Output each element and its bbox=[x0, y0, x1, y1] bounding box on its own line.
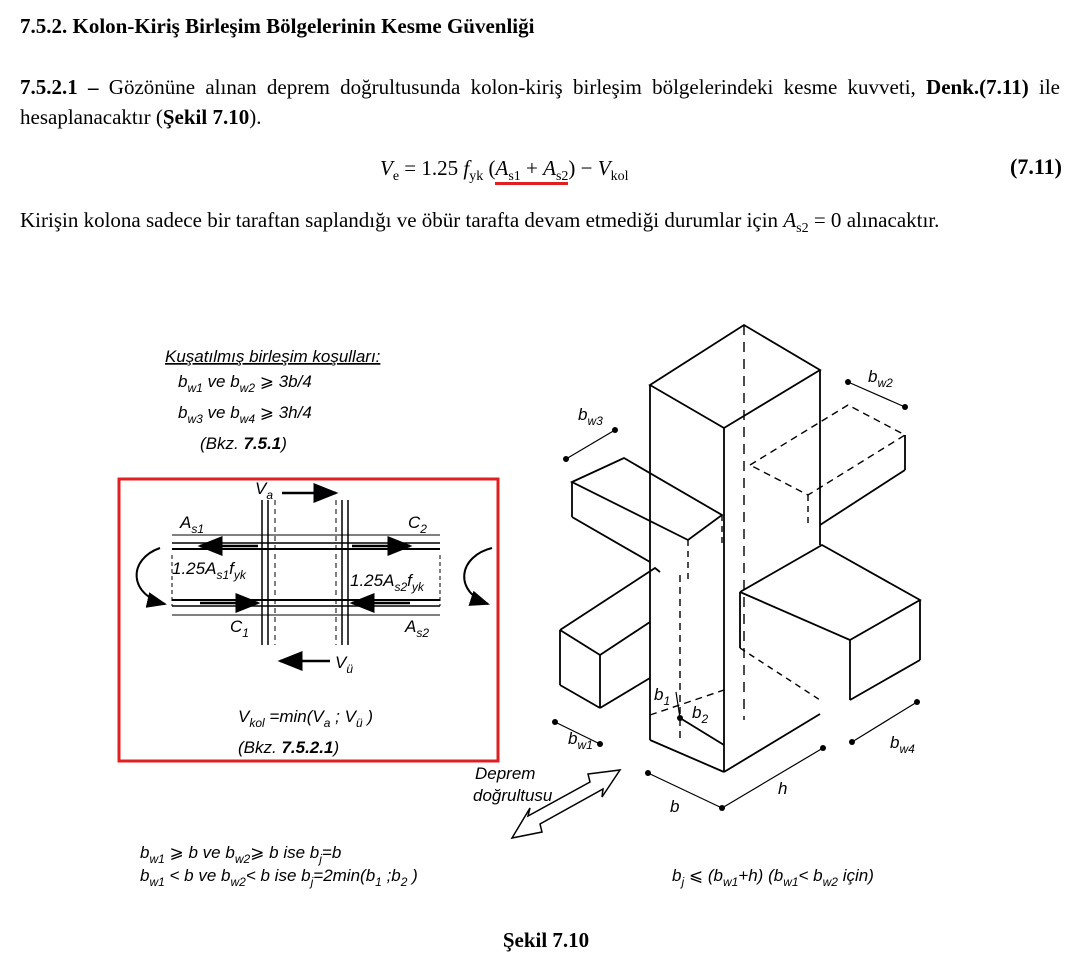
eq-as2-sub: s2 bbox=[555, 169, 569, 185]
eq-coef: = 1.25 bbox=[399, 156, 464, 180]
paragraph-as2: Kirişin kolona sadece bir taraftan sapla… bbox=[20, 205, 1060, 244]
reference-7-5-2-1: (Bkz. 7.5.2.1) bbox=[238, 738, 339, 757]
label-bw2: bw2 bbox=[868, 367, 893, 390]
label-b2: b2 bbox=[692, 703, 708, 726]
rule-3: bj ⩽ (bw1+h) (bw1< bw2 için) bbox=[672, 866, 874, 889]
eq-vkol: V bbox=[597, 156, 611, 180]
clause-number: 7.5.2.1 – bbox=[20, 75, 99, 99]
detail-box bbox=[117, 477, 500, 763]
equation-number: (7.11) bbox=[1010, 154, 1062, 179]
joint-3d-drawing bbox=[559, 323, 922, 773]
label-b: b bbox=[670, 797, 679, 816]
eq-open: ( bbox=[483, 156, 496, 180]
equation-reference: Denk.(7.11) bbox=[926, 75, 1029, 99]
label-vu: Vü bbox=[335, 653, 353, 676]
eq-vkol-sub: kol bbox=[610, 169, 629, 185]
label-as2: As2 bbox=[404, 617, 429, 640]
figure-caption: Şekil 7.10 bbox=[502, 928, 590, 952]
para2-as2-sub: s2 bbox=[796, 221, 809, 237]
para1-text-b: ile hesaplanacaktır ( bbox=[20, 75, 1060, 129]
equation-7-11: Ve = 1.25 fyk (As1 + As2) − Vkol bbox=[380, 156, 628, 185]
label-as1: As1 bbox=[179, 513, 204, 536]
label-c2: C2 bbox=[408, 513, 427, 536]
label-force-2: 1.25As2fyk bbox=[350, 571, 425, 594]
eq-ve-sub: e bbox=[392, 169, 400, 185]
rule-1: bw1 ⩾ b ve bw2⩾ b ise bj=b bbox=[140, 843, 341, 866]
eq-f-sub: yk bbox=[469, 169, 484, 185]
label-force-1: 1.25As1fyk bbox=[172, 559, 247, 582]
label-vkol: Vkol =min(Va ; Vü ) bbox=[238, 707, 373, 730]
para2-text: Kirişin kolona sadece bir taraftan sapla… bbox=[20, 208, 784, 232]
figure-7-10: Kuşatılmış birleşim koşulları: bw1 ve bw… bbox=[117, 323, 922, 889]
label-c1: C1 bbox=[230, 617, 249, 640]
condition-2: bw3 ve bw4 ⩾ 3h/4 bbox=[178, 403, 312, 426]
label-deprem: Deprem bbox=[475, 764, 535, 783]
reference-7-5-1: (Bkz. 7.5.1) bbox=[200, 434, 287, 453]
para2-eq: = 0 bbox=[808, 208, 842, 232]
paragraph-7-5-2-1: 7.5.2.1 – Gözönüne alınan deprem doğrult… bbox=[20, 72, 1060, 132]
section-heading: 7.5.2. Kolon-Kiriş Birleşim Bölgelerinin… bbox=[20, 14, 535, 38]
label-bw3: bw3 bbox=[578, 405, 603, 428]
eq-plus: + bbox=[520, 156, 544, 180]
eq-as1-sub: s1 bbox=[508, 169, 521, 185]
para1-text-c: ). bbox=[249, 105, 262, 129]
direction-arrow-icon bbox=[510, 769, 622, 840]
para2-as2: A bbox=[783, 208, 797, 232]
para2-tail: alınacaktır. bbox=[841, 208, 940, 232]
eq-close: ) − bbox=[568, 156, 598, 180]
label-h: h bbox=[778, 779, 787, 798]
eq-ve: V bbox=[380, 156, 393, 180]
eq-as1: A bbox=[495, 156, 509, 180]
eq-as2: A bbox=[543, 156, 556, 180]
label-dogrultusu: doğrultusu bbox=[473, 786, 553, 805]
label-va: Va bbox=[255, 479, 273, 502]
eq-f: f bbox=[463, 156, 470, 180]
eq-underlined-sum: As1 + As2 bbox=[495, 156, 569, 185]
condition-1: bw1 ve bw2 ⩾ 3b/4 bbox=[178, 372, 312, 395]
label-b1: b1 bbox=[654, 685, 670, 708]
label-bw4: bw4 bbox=[890, 733, 915, 756]
conditions-title: Kuşatılmış birleşim koşulları: bbox=[165, 347, 381, 366]
figure-reference: Şekil 7.10 bbox=[162, 105, 250, 129]
rule-2: bw1 < b ve bw2< b ise bj=2min(b1 ;b2 ) bbox=[140, 866, 418, 889]
para1-text-a: Gözönüne alınan deprem doğrultusunda kol… bbox=[98, 75, 927, 99]
label-bw1: bw1 bbox=[568, 729, 593, 752]
